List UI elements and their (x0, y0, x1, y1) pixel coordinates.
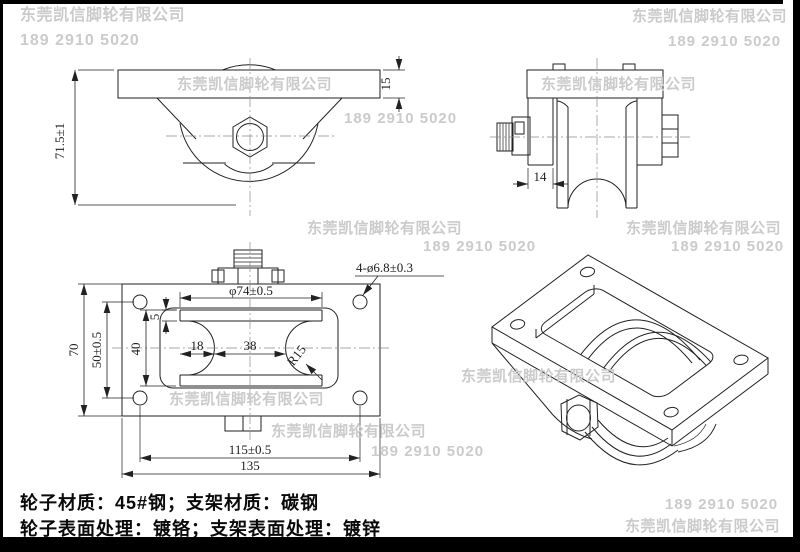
spec-line-material: 轮子材质：45#钢；支架材质：碳钢 (20, 493, 320, 513)
front-dim-height: 71.5±1 (52, 69, 236, 206)
iso-view (491, 255, 769, 466)
dim-plan-groove-radius: R15 (284, 342, 309, 368)
dim-plan-hole-spacing-length: 115±0.5 (229, 442, 271, 457)
dim-plan-rim-width: 5 (147, 314, 162, 321)
dim-plan-hole-spacing-width: 50±0.5 (89, 332, 104, 368)
front-dim-plate-thickness: 15 (378, 56, 405, 112)
dim-plan-mounting-holes: 4-ø6.8±0.3 (356, 260, 413, 275)
frame-bar-top (0, 0, 783, 4)
plan-view: φ74±0.5 18 38 R15 5 40 50±0.5 (66, 242, 444, 478)
plan-dim-groove-edge: 18 (180, 338, 215, 358)
plan-dim-groove-width: 38 (214, 338, 286, 358)
iso-bracket-wheel (491, 342, 717, 466)
dim-plan-plate-width: 70 (66, 344, 81, 357)
plan-dim-plate-width: 70 (66, 283, 122, 417)
iso-plate-top (492, 255, 768, 430)
side-dim-bracket-width: 14 (513, 168, 568, 189)
side-view-geometry (490, 58, 690, 218)
iso-plate-thickness (491, 327, 769, 447)
iso-cutout-wall (535, 285, 595, 339)
plan-view-geometry (112, 242, 390, 440)
plan-dim-hole-spacing-length: 115±0.5 (139, 406, 361, 462)
dim-front-height: 71.5±1 (52, 123, 67, 159)
plan-dim-wheel-diameter: φ74±0.5 (179, 283, 323, 307)
dim-plan-wheel-diameter: φ74±0.5 (229, 283, 273, 298)
frame-bar-right (793, 0, 800, 552)
dim-front-plate-thickness: 15 (378, 78, 393, 91)
front-view-geometry (117, 58, 381, 216)
dim-side-bracket-width: 14 (534, 169, 548, 184)
plan-dim-hole-spacing-width: 50±0.5 (89, 301, 134, 399)
frame-bar-bottom (0, 537, 800, 552)
plan-dim-plate-length: 135 (121, 418, 381, 478)
iso-bolt-head (560, 394, 599, 441)
frame-bar-left (0, 0, 3, 552)
plan-dim-wheel-width: 40 (128, 309, 176, 387)
dim-plan-groove-width: 38 (244, 338, 257, 353)
plan-dim-rim-width: 5 (147, 297, 177, 334)
dim-plan-groove-edge: 18 (191, 338, 204, 353)
plan-dim-mounting-holes: 4-ø6.8±0.3 (355, 260, 444, 296)
front-view: 71.5±1 15 (52, 56, 405, 216)
side-view: 14 (490, 58, 690, 218)
spec-line-surface-treatment: 轮子表面处理：镀铬；支架表面处理：镀锌 (20, 519, 381, 539)
dim-plan-plate-length: 135 (240, 458, 260, 473)
dim-plan-wheel-width: 40 (128, 343, 143, 356)
